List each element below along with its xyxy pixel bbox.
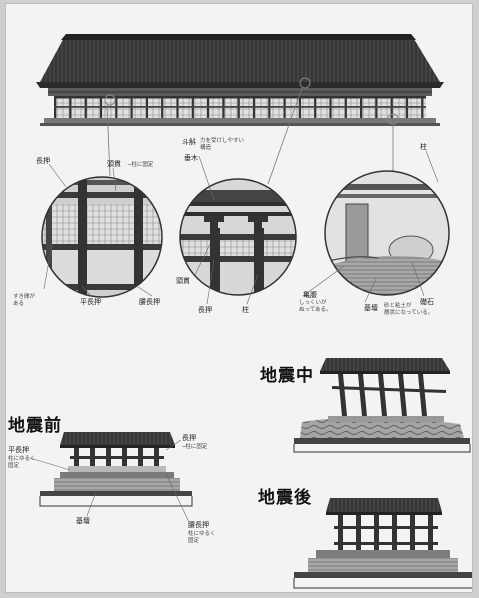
label-hashira-right: 柱 — [420, 143, 427, 151]
label-kashiranuki: 頭貫 — [107, 160, 121, 168]
label-kameba: 亀腹 — [303, 291, 317, 299]
label-koshinageshi-before: 腰長押 — [188, 521, 209, 529]
note-koshinageshi-before: 柱にゆるく 固定 — [188, 531, 216, 544]
label-nageshi-top: 長押 — [36, 157, 50, 165]
note-kashiranuki: ─柱に固定 — [128, 162, 154, 168]
title-after-quake: 地震後 — [258, 488, 312, 508]
note-kashiranuki-text: 柱に固定 — [131, 162, 154, 168]
label-soseki: 礎石 — [420, 298, 434, 306]
building-during-quake — [293, 358, 471, 453]
note-sukima: すき間が ある — [13, 294, 36, 307]
illustration-page: 長押 頭貫 ─柱に固定 すき間が ある 平長押 腰長押 斗斛 力を受けしやすい … — [6, 4, 472, 592]
label-hashira-mid: 柱 — [242, 306, 249, 314]
main-hall-elevation — [36, 34, 444, 126]
label-hiranageshi-before: 平長押 — [8, 446, 29, 454]
title-during-quake: 地震中 — [260, 366, 314, 386]
label-kashiranuki-mid: 頭貫 — [176, 277, 190, 285]
note-masugumi: 力を受けしやすい 構造 — [200, 138, 244, 151]
note-nageshi-before-text: 柱に固定 — [185, 444, 208, 450]
note-kameba: しっくいが ぬってある。 — [299, 300, 332, 313]
note-hiranageshi-before: 柱にゆるく 固定 — [8, 456, 36, 469]
note-nageshi-before: ─柱に固定 — [182, 444, 208, 450]
label-masugumi: 斗斛 — [182, 138, 196, 146]
detail-circle-left — [41, 176, 163, 298]
illustration-artwork — [29, 34, 472, 589]
detail-circle-middle — [179, 178, 297, 296]
label-kidan-right: 基壇 — [364, 304, 378, 312]
note-kidan: 砂と粘土が 層状になっている。 — [384, 303, 434, 316]
label-hiranageshi: 平長押 — [80, 298, 101, 306]
label-koshinageshi: 腰長押 — [139, 298, 160, 306]
title-before-quake: 地震前 — [8, 416, 62, 436]
label-nageshi-before: 長押 — [182, 434, 196, 442]
label-kidan-before: 基壇 — [76, 517, 90, 525]
label-taruki: 垂木 — [184, 154, 198, 162]
building-after-quake — [293, 498, 472, 589]
detail-circle-right — [324, 170, 450, 296]
label-nageshi-mid: 長押 — [198, 306, 212, 314]
building-before-quake — [39, 432, 193, 507]
